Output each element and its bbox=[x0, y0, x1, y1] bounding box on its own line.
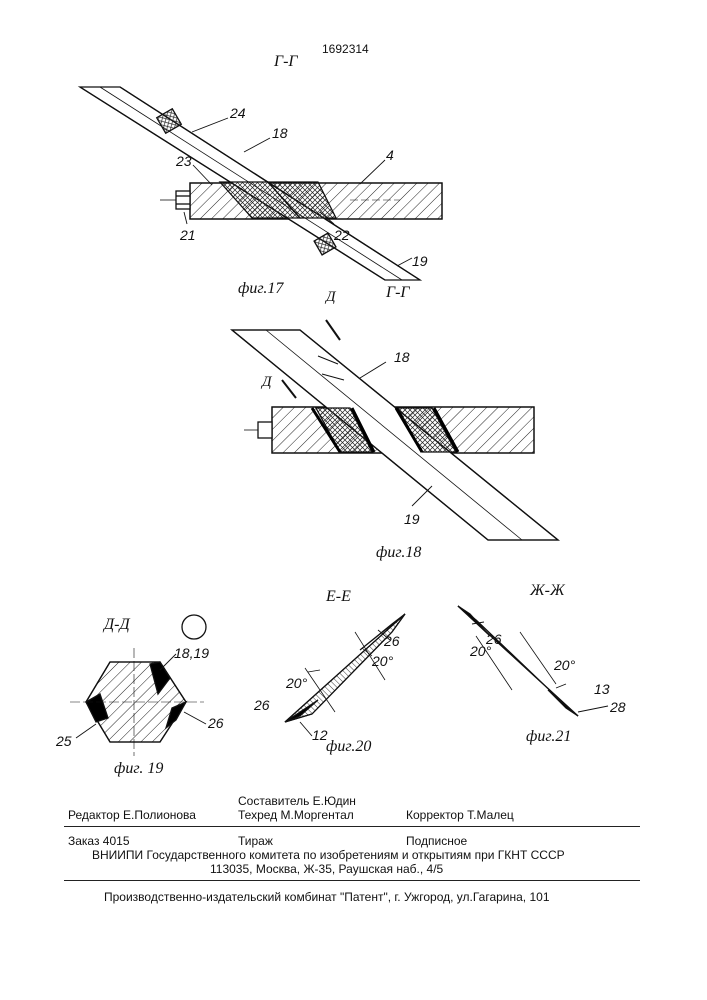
fig17-caption: фиг.17 bbox=[238, 282, 283, 296]
fig19-drawing bbox=[70, 615, 206, 756]
corrector: Корректор Т.Малец bbox=[406, 808, 514, 822]
fig20-caption: фиг.20 bbox=[326, 740, 371, 754]
section-d-marker-top: Д bbox=[326, 290, 336, 304]
subscription: Подписное bbox=[406, 834, 467, 848]
label-26-fig20-b: 26 bbox=[254, 698, 270, 712]
section-gg-top: Г-Г bbox=[274, 55, 298, 69]
label-24: 24 bbox=[230, 106, 246, 120]
label-21: 21 bbox=[180, 228, 196, 242]
circulation: Тираж bbox=[238, 834, 273, 848]
editor: Редактор Е.Полионова bbox=[68, 808, 196, 822]
address: 113035, Москва, Ж-35, Раушская наб., 4/5 bbox=[210, 862, 443, 876]
fig21-drawing bbox=[458, 606, 608, 716]
drawings bbox=[0, 0, 707, 790]
label-26-fig19: 26 bbox=[208, 716, 224, 730]
label-28: 28 bbox=[610, 700, 626, 714]
organization: ВНИИПИ Государственного комитета по изоб… bbox=[92, 848, 565, 862]
label-19-fig18: 19 bbox=[404, 512, 420, 526]
label-20deg-fig21-b: 20° bbox=[554, 658, 575, 672]
label-20deg-fig20-a: 20° bbox=[286, 676, 307, 690]
label-18-fig18: 18 bbox=[394, 350, 410, 364]
label-18-19: 18,19 bbox=[174, 646, 209, 660]
section-gg-second: Г-Г bbox=[386, 286, 410, 300]
label-25: 25 bbox=[56, 734, 72, 748]
label-26-fig20-a: 26 bbox=[384, 634, 400, 648]
footer-rule-bottom bbox=[64, 880, 640, 881]
label-18: 18 bbox=[272, 126, 288, 140]
label-23: 23 bbox=[176, 154, 192, 168]
fig19-caption: фиг. 19 bbox=[114, 762, 163, 776]
techred: Техред М.Моргентал bbox=[238, 808, 354, 822]
label-4: 4 bbox=[386, 148, 394, 162]
fig17-drawing bbox=[80, 87, 442, 280]
section-dd: Д-Д bbox=[104, 618, 130, 632]
footer-rule-top bbox=[64, 826, 640, 827]
section-zhzh: Ж-Ж bbox=[530, 584, 565, 598]
compiler: Составитель Е.Юдин bbox=[238, 794, 356, 808]
label-13: 13 bbox=[594, 682, 610, 696]
order: Заказ 4015 bbox=[68, 834, 130, 848]
label-22: 22 bbox=[334, 228, 350, 242]
section-d-marker-left: Д bbox=[262, 375, 272, 389]
label-19: 19 bbox=[412, 254, 428, 268]
fig18-caption: фиг.18 bbox=[376, 546, 421, 560]
label-20deg-fig20-b: 20° bbox=[372, 654, 393, 668]
publisher: Производственно-издательский комбинат "П… bbox=[104, 890, 550, 904]
section-ee: Е-Е bbox=[326, 590, 351, 604]
patent-number: 1692314 bbox=[322, 42, 369, 56]
label-20deg-fig21-a: 20° bbox=[470, 644, 491, 658]
fig21-caption: фиг.21 bbox=[526, 730, 571, 744]
